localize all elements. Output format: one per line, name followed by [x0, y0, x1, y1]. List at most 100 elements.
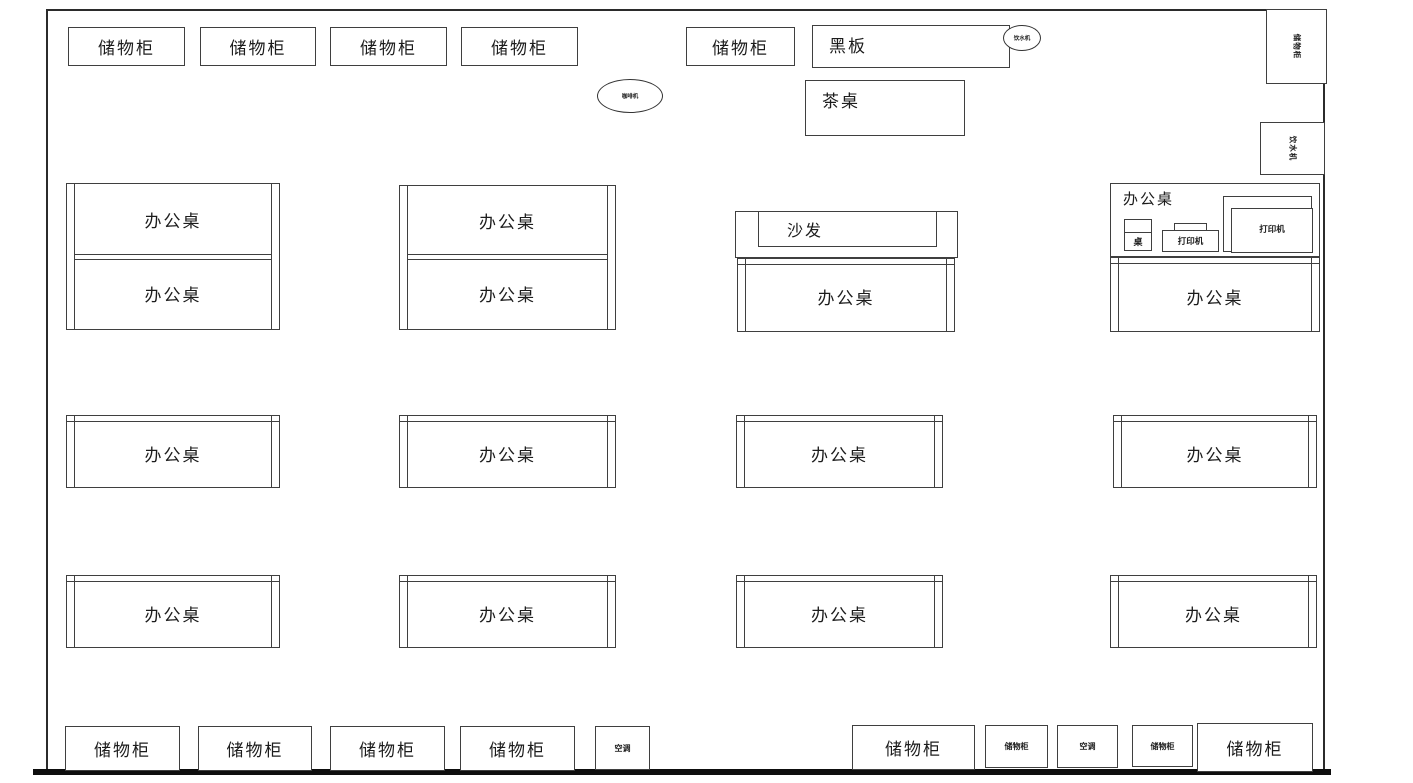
item-label: 储物柜	[1292, 33, 1301, 60]
rotated-cabinet: 储物柜	[1266, 9, 1327, 84]
bottom-wall	[33, 769, 1331, 775]
item-label: 办公桌	[811, 445, 868, 465]
item-label: 储物柜	[94, 741, 151, 760]
desk-edge	[270, 184, 272, 329]
desk-edge	[738, 264, 954, 266]
item-label: 办公桌	[811, 605, 868, 625]
sofa: 沙发	[735, 211, 958, 258]
item-label: 储物柜	[1150, 741, 1175, 751]
item-label: 桌	[1133, 237, 1143, 247]
desk-edge	[1111, 263, 1319, 265]
desk-edge	[407, 416, 409, 487]
desk-edge	[737, 421, 942, 423]
desk-edge	[606, 576, 608, 647]
storage-cabinet: 储物柜	[461, 27, 578, 66]
office-desk: 办公桌	[736, 415, 943, 488]
storage-cabinet-small: 储物柜	[1132, 725, 1193, 767]
desk-edge	[1114, 421, 1316, 423]
rotated-water-dispenser: 饮水机	[1260, 122, 1325, 175]
side-table: 桌	[1124, 219, 1152, 251]
item-label: 空调	[614, 743, 631, 753]
item-label: 储物柜	[229, 39, 287, 58]
office-desk: 办公桌	[736, 575, 943, 648]
item-label: 储物柜	[489, 741, 546, 760]
right-wall	[1323, 9, 1325, 771]
storage-cabinet: 储物柜	[200, 27, 316, 66]
item-label: 茶桌	[822, 92, 860, 111]
desk-edge	[933, 576, 935, 647]
desk-edge	[270, 576, 272, 647]
office-desk: 办公桌	[399, 415, 616, 488]
desk-edge	[67, 581, 279, 583]
water-dispenser: 饮水机	[1003, 25, 1041, 51]
office-desk-pair: 办公桌办公桌	[66, 183, 280, 330]
desk-edge	[1121, 416, 1123, 487]
office-desk: 办公桌	[66, 575, 280, 648]
storage-cabinet-small: 储物柜	[985, 725, 1048, 768]
desk-divider	[407, 254, 608, 260]
item-label: 办公桌	[1185, 605, 1242, 625]
left-wall	[46, 9, 48, 771]
printer-workstation: 办公桌桌打印机打印机	[1110, 183, 1320, 257]
desk-edge	[1118, 576, 1120, 647]
item-label: 办公桌	[144, 445, 202, 465]
printer-small: 打印机	[1162, 230, 1219, 252]
item-label: 办公桌	[144, 605, 202, 625]
desk-edge	[606, 416, 608, 487]
desk-edge	[1310, 258, 1312, 331]
item-label: 储物柜	[359, 741, 416, 760]
item-label: 办公桌	[479, 445, 536, 465]
desk-edge	[407, 576, 409, 647]
item-label: 储物柜	[226, 741, 284, 760]
item-label: 办公桌	[479, 213, 536, 232]
item-label: 饮水机	[1288, 135, 1297, 162]
office-desk: 办公桌	[1110, 575, 1317, 648]
storage-cabinet: 储物柜	[852, 725, 975, 770]
top-wall	[46, 9, 1325, 11]
item-label: 打印机	[1177, 236, 1204, 246]
item-label: 储物柜	[491, 39, 548, 58]
desk-edge	[1118, 258, 1120, 331]
desk-edge	[270, 416, 272, 487]
office-desk-pair: 办公桌办公桌	[399, 185, 616, 330]
desk-edge	[945, 259, 947, 331]
office-desk: 办公桌	[1110, 257, 1320, 332]
desk-edge	[744, 416, 746, 487]
desk-edge	[933, 416, 935, 487]
office-desk: 办公桌	[1113, 415, 1317, 488]
item-label: 办公桌	[1186, 288, 1244, 308]
blackboard: 黑板	[812, 25, 1010, 68]
desk-edge	[407, 186, 409, 329]
desk-edge	[745, 259, 747, 331]
air-conditioner: 空调	[1057, 725, 1118, 768]
item-label: 办公桌	[479, 285, 536, 305]
item-label: 办公桌	[144, 285, 202, 305]
printer-large-lid: 打印机	[1231, 208, 1313, 253]
storage-cabinet: 储物柜	[330, 27, 447, 66]
storage-cabinet: 储物柜	[1197, 723, 1313, 772]
item-label: 办公桌	[817, 289, 875, 308]
item-label: 储物柜	[1004, 742, 1029, 751]
item-label: 空调	[1079, 742, 1096, 751]
desk-edge	[67, 421, 279, 423]
item-label: 办公桌	[1123, 192, 1175, 208]
storage-cabinet: 储物柜	[686, 27, 795, 66]
item-label: 打印机	[1259, 224, 1285, 234]
desk-edge	[74, 576, 76, 647]
desk-edge	[74, 184, 76, 329]
tea-table: 茶桌	[805, 80, 965, 136]
desk-edge	[737, 581, 942, 583]
item-label: 储物柜	[98, 39, 155, 58]
storage-cabinet: 储物柜	[65, 726, 180, 771]
desk-divider	[74, 254, 272, 260]
storage-cabinet: 储物柜	[330, 726, 445, 771]
desk-edge	[1307, 576, 1309, 647]
desk-edge	[74, 416, 76, 487]
air-conditioner: 空调	[595, 726, 650, 770]
table-edge	[1125, 232, 1151, 234]
storage-cabinet: 储物柜	[68, 27, 185, 66]
item-label: 储物柜	[360, 39, 417, 58]
storage-cabinet: 储物柜	[198, 726, 312, 771]
item-label: 沙发	[787, 223, 824, 240]
